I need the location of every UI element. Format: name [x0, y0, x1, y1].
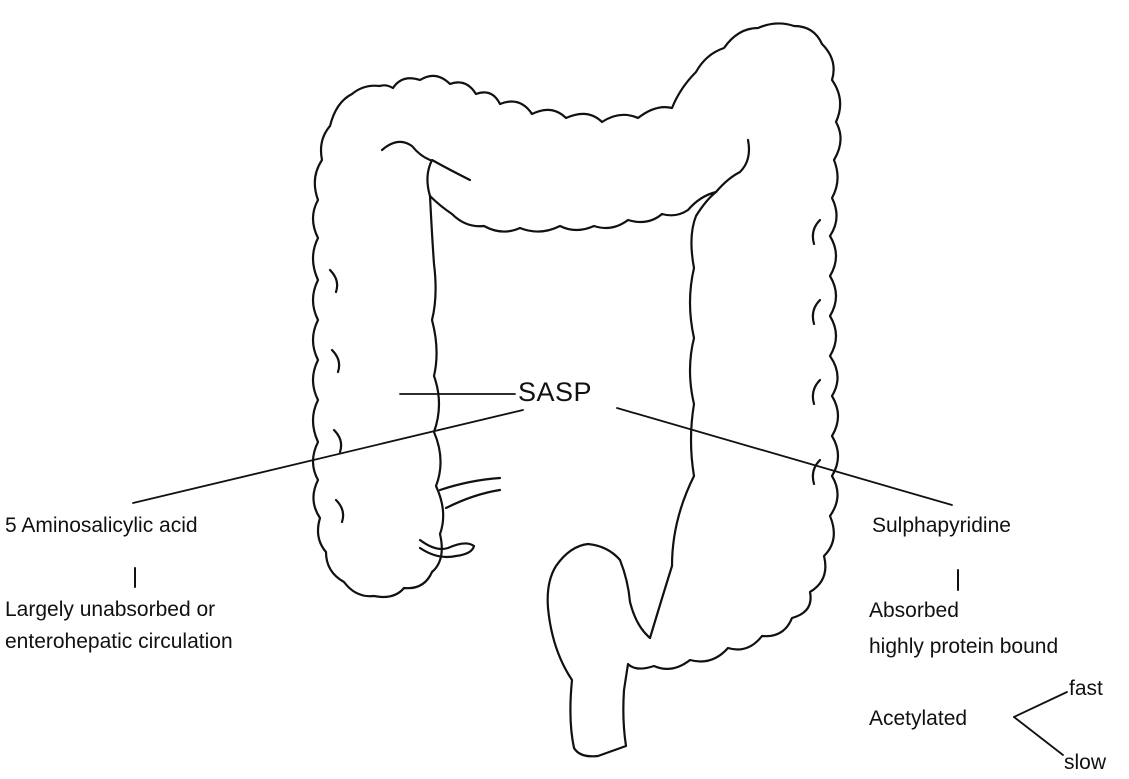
slow-label: slow: [1064, 752, 1106, 773]
aminosalicylic-acid-label: 5 Aminosalicylic acid: [5, 515, 198, 536]
colon-fold-right: [716, 140, 749, 192]
right-fate-line1: Absorbed: [869, 600, 959, 621]
fast-label: fast: [1069, 678, 1103, 699]
branch-line-fast: [1014, 692, 1067, 717]
haustra-left: [330, 270, 343, 522]
ileum-line-2: [446, 490, 500, 508]
left-fate-line1: Largely unabsorbed or: [5, 599, 215, 620]
appendix: [420, 540, 474, 557]
colon-fold-upper: [382, 142, 430, 160]
left-fate-line2: enterohepatic circulation: [5, 631, 233, 652]
sulphapyridine-label: Sulphapyridine: [872, 515, 1011, 536]
haustra-right: [813, 220, 820, 484]
ileum-line-1: [440, 478, 500, 490]
acetylated-label: Acetylated: [869, 708, 967, 729]
leader-line-sulphapyridine: [617, 408, 952, 505]
sasp-label: SASP: [518, 379, 592, 406]
right-fate-line2: highly protein bound: [869, 636, 1058, 657]
leader-line-5asa: [133, 410, 523, 503]
branch-line-slow: [1014, 717, 1063, 755]
colon-fold-inner: [427, 160, 470, 196]
